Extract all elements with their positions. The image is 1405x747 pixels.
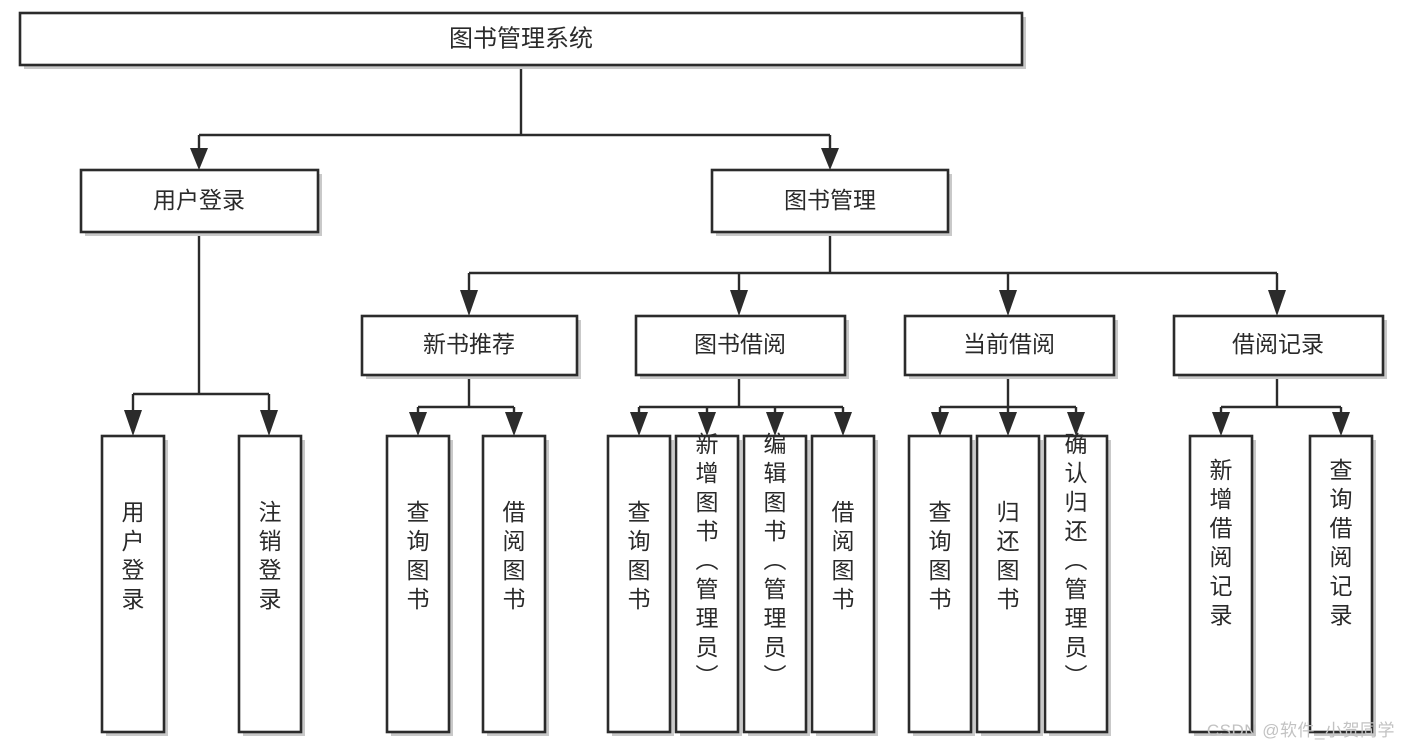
leaf-bookborrow-borrow[interactable]: 借阅图书 [810,434,878,736]
current-borrow-label: 当前借阅 [963,331,1055,357]
arrow-head-bookborrow-leaf-2 [698,412,716,436]
leaf-box [1188,434,1254,734]
leaf-label: 查询图书 [407,499,430,612]
arrow-head-bookborrow-leaf-1 [630,412,648,436]
arrow-head-newbook-leaf-1 [409,412,427,436]
node-book-borrow[interactable]: 图书借阅 [634,314,849,379]
leaf-box [674,434,740,734]
leaf-label: 新增图书︵管理员︶ [696,431,719,689]
leaf-label: 借阅图书 [832,499,855,612]
leaf-bookborrow-edit[interactable]: 编辑图书︵管理员︶ [742,431,810,736]
leaf-newbook-query[interactable]: 查询图书 [385,434,453,736]
node-user-login[interactable]: 用户登录 [79,168,322,236]
leaf-label: 新增借阅记录 [1210,457,1233,628]
arrow-head-book-mgmt [821,148,839,170]
leaf-box [385,434,451,734]
arrow-head-userlogin-leaf-2 [260,410,278,436]
leaf-bookborrow-query[interactable]: 查询图书 [606,434,674,736]
book-borrow-box [634,314,847,377]
leaf-borrowrecord-add[interactable]: 新增借阅记录 [1188,434,1256,736]
arrow-head-bookborrow-leaf-4 [834,412,852,436]
leaf-label: 归还图书 [997,499,1020,612]
leaf-label: 查询图书 [929,499,952,612]
arrow-head-borrowrecord-leaf-1 [1212,412,1230,436]
leaf-box [481,434,547,734]
new-book-recommend-box [360,314,579,377]
node-borrow-record[interactable]: 借阅记录 [1172,314,1387,379]
leaf-box [100,434,166,734]
leaf-user-login-logout[interactable]: 注销登录 [237,434,305,736]
arrow-head-currentborrow-leaf-1 [931,412,949,436]
leaf-label: 确认归还︵管理员︶ [1065,431,1088,689]
leaf-box [742,434,808,734]
leaf-newbook-borrow[interactable]: 借阅图书 [481,434,549,736]
arrow-head-level2-3 [999,290,1017,316]
leaf-user-login-login[interactable]: 用户登录 [100,434,168,736]
user-login-box [79,168,320,234]
node-root[interactable]: 图书管理系统 [18,11,1026,69]
book-borrow-label: 图书借阅 [694,331,786,357]
node-new-book-recommend[interactable]: 新书推荐 [360,314,581,379]
leaf-box [810,434,876,734]
leaf-currentborrow-query[interactable]: 查询图书 [907,434,975,736]
leaf-box [237,434,303,734]
current-borrow-box [903,314,1116,377]
borrow-record-label: 借阅记录 [1232,331,1324,357]
arrow-head-userlogin-leaf-1 [124,410,142,436]
arrow-head-bookborrow-leaf-3 [766,412,784,436]
node-book-management[interactable]: 图书管理 [710,168,952,236]
leaf-bookborrow-add[interactable]: 新增图书︵管理员︶ [674,431,742,736]
leaf-label: 用户登录 [122,499,145,612]
book-management-box [710,168,950,234]
leaf-box [606,434,672,734]
leaf-borrowrecord-query[interactable]: 查询借阅记录 [1308,434,1376,736]
leaf-label: 注销登录 [259,499,282,612]
leaf-label: 查询借阅记录 [1330,457,1353,628]
leaf-currentborrow-return[interactable]: 归还图书 [975,434,1043,736]
arrow-head-newbook-leaf-2 [505,412,523,436]
leaf-label: 编辑图书︵管理员︶ [764,431,787,689]
leaf-label: 借阅图书 [503,499,526,612]
arrow-head-currentborrow-leaf-3 [1067,412,1085,436]
arrow-head-borrowrecord-leaf-2 [1332,412,1350,436]
csdn-watermark: CSDN @软件_小贺同学 [1206,721,1395,740]
arrow-head-currentborrow-leaf-2 [999,412,1017,436]
book-management-label: 图书管理 [784,187,876,213]
leaf-box [907,434,973,734]
borrow-record-box [1172,314,1385,377]
leaf-box [1308,434,1374,734]
arrow-head-level2-4 [1268,290,1286,316]
arrow-head-level2-1 [460,290,478,316]
node-current-borrow[interactable]: 当前借阅 [903,314,1118,379]
root-box [18,11,1024,67]
root-label: 图书管理系统 [449,25,593,52]
user-login-label: 用户登录 [153,187,245,213]
leaf-box [975,434,1041,734]
leaf-currentborrow-confirm[interactable]: 确认归还︵管理员︶ [1043,431,1111,736]
arrow-head-level2-2 [730,290,748,316]
leaf-label: 查询图书 [628,499,651,612]
leaf-box [1043,434,1109,734]
new-book-recommend-label: 新书推荐 [423,331,515,357]
connectors-group [124,65,1350,436]
arrow-head-user-login [190,148,208,170]
